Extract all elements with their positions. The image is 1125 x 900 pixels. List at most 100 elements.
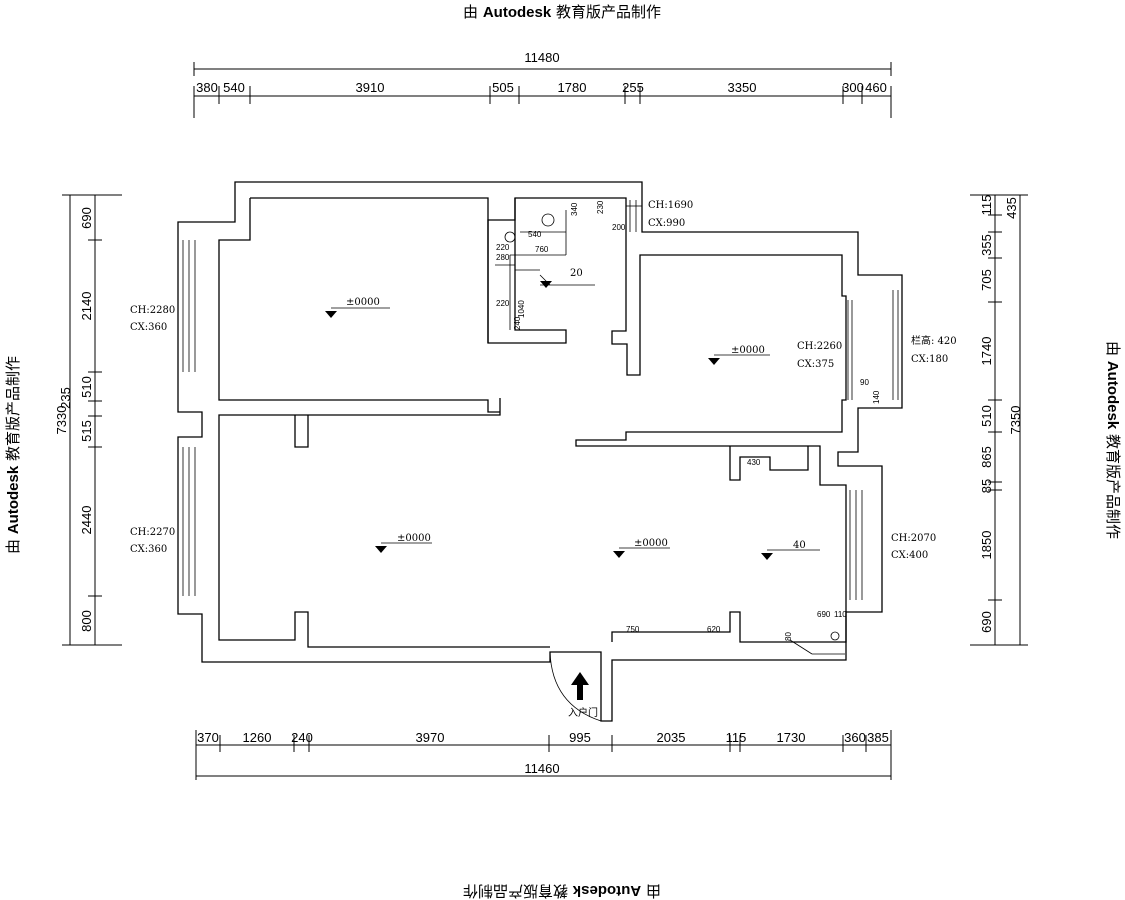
top-dim-seg: 540 (223, 80, 245, 95)
top-dim-seg: 3910 (356, 80, 385, 95)
level-marker: ±0000 (708, 345, 770, 365)
window-label: CX:360 (130, 544, 167, 555)
top-dimension-chain: 11480 380 540 3910 505 1780 255 3350 300… (193, 50, 892, 118)
svg-text:±0000: ±0000 (634, 538, 668, 549)
left-dim-seg: 515 (79, 420, 94, 442)
detail-dim: 110 (834, 610, 847, 619)
bottom-total-dimension: 11460 (524, 761, 559, 776)
svg-text:±0000: ±0000 (731, 345, 765, 356)
inner-wall-bottom-right (611, 600, 847, 643)
watermark-top: 由 Autodesk 教育版产品制作 (463, 3, 661, 21)
window-label: CH:2070 (891, 533, 936, 544)
fixture-circle (830, 631, 840, 641)
bottom-dim-seg: 385 (867, 730, 889, 745)
right-dim-seg: 690 (979, 611, 994, 633)
watermark-bottom: 由 Autodesk 教育版产品制作 (463, 882, 661, 900)
svg-text:20: 20 (570, 268, 583, 279)
detail-dim: 540 (528, 230, 542, 239)
window-label: CX:990 (648, 218, 685, 229)
window-label: CX:360 (130, 322, 167, 333)
left-dim-seg: 2440 (79, 506, 94, 535)
level-marker: ±0000 (375, 533, 432, 553)
right-dim-seg: 705 (979, 269, 994, 291)
top-dim-seg: 505 (492, 80, 514, 95)
windows (182, 200, 899, 600)
window-label: CH:2280 (130, 305, 175, 316)
detail-dim: 430 (747, 458, 761, 467)
bottom-dim-seg: 1260 (243, 730, 272, 745)
left-dim-seg: 690 (79, 207, 94, 229)
left-dim-seg: 2140 (79, 292, 94, 321)
right-dim-seg: 1740 (979, 337, 994, 366)
watermark-right: 由 Autodesk 教育版产品制作 (1104, 341, 1122, 539)
level-marker: ±0000 (613, 538, 670, 558)
window-label: CH:1690 (648, 200, 693, 211)
left-dim-seg: 510 (79, 376, 94, 398)
walls (177, 181, 903, 722)
left-dim-seg: 235 (58, 387, 73, 409)
bottom-dim-seg: 995 (569, 730, 591, 745)
detail-dim: 220 (496, 299, 510, 308)
fixture-circle (541, 213, 555, 227)
detail-dim: 280 (496, 253, 510, 262)
right-total-dimension: 7350 (1008, 406, 1023, 435)
bottom-dimension-chain: 370 1260 240 3970 995 2035 115 1730 360 … (195, 730, 892, 780)
inner-wall-room-tl (250, 197, 847, 600)
detail-dim: 1040 (517, 300, 526, 318)
right-dim-seg: 1850 (979, 531, 994, 560)
inner-wall-bath (487, 198, 516, 343)
top-dim-seg: 380 (196, 80, 218, 95)
window-label: CX:180 (911, 354, 948, 365)
detail-dim: 140 (872, 390, 881, 404)
level-marker: 20 (540, 268, 583, 288)
right-dim-seg: 85 (979, 479, 994, 493)
svg-text:±0000: ±0000 (346, 297, 380, 308)
outer-wall (177, 181, 903, 722)
top-total-dimension: 11480 (524, 50, 559, 65)
level-marker: ±0000 (325, 297, 390, 318)
top-dim-seg: 255 (622, 80, 644, 95)
right-dim-small: 115 (979, 195, 994, 216)
bottom-dim-seg: 115 (726, 730, 747, 745)
detail-dim: 760 (535, 245, 549, 254)
level-marker: 40 (761, 540, 820, 560)
detail-dim: 340 (570, 202, 579, 216)
bottom-dim-seg: 240 (291, 730, 313, 745)
detail-dim: 90 (860, 378, 869, 387)
bottom-dim-seg: 2035 (657, 730, 686, 745)
detail-dim: 80 (784, 632, 793, 641)
top-dim-seg: 1780 (558, 80, 587, 95)
top-dim-seg: 3350 (728, 80, 757, 95)
top-dim-seg: 460 (865, 80, 887, 95)
detail-dim: 220 (496, 243, 510, 252)
bottom-dim-seg: 1730 (777, 730, 806, 745)
top-dim-seg: 300 (842, 80, 864, 95)
window-label: CH:2270 (130, 527, 175, 538)
left-dim-seg: 800 (79, 610, 94, 632)
watermark-left: 由 Autodesk 教育版产品制作 (4, 356, 22, 554)
inner-wall-kitchen (729, 446, 809, 481)
inner-wall-stub (294, 415, 309, 448)
fixture-circle (504, 231, 516, 243)
window-label: CH:2260 (797, 341, 842, 352)
right-dim-seg: 355 (979, 234, 994, 256)
right-dimension-chain: 7350 115 435 355 705 1740 510 865 85 185… (970, 194, 1028, 646)
entrance-door (549, 651, 602, 722)
window-label: 栏高: 420 (911, 334, 957, 347)
right-dim-seg: 510 (979, 405, 994, 427)
detail-dim: 230 (596, 200, 605, 214)
left-total-dimension: 7330 (54, 406, 69, 435)
svg-text:40: 40 (793, 540, 806, 551)
detail-dim: 200 (612, 223, 626, 232)
bottom-dim-seg: 370 (197, 730, 219, 745)
bottom-dim-seg: 360 (844, 730, 866, 745)
window-label: CX:375 (797, 359, 834, 370)
detail-dim: 750 (626, 625, 640, 634)
right-dim-seg: 865 (979, 446, 994, 468)
inner-wall-left (218, 198, 550, 648)
detail-dim: 690 (817, 610, 831, 619)
entrance-label: 入户门 (568, 706, 598, 719)
entrance-arrow-icon (571, 672, 589, 700)
detail-dim: 620 (707, 625, 721, 634)
